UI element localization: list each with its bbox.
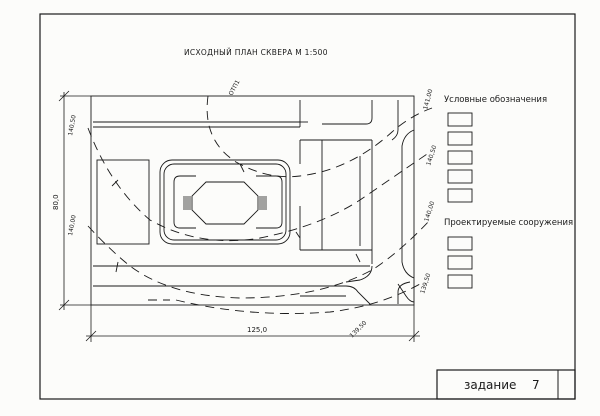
- label-c139-50-bottom: 139,50: [348, 319, 368, 339]
- sheet-frame: [39, 13, 576, 400]
- legend-box-4: [447, 169, 473, 184]
- legend-structure-boxes: [447, 236, 473, 289]
- structure-box-1: [447, 236, 473, 251]
- legend-symbols-heading: Условные обозначения: [444, 95, 547, 105]
- contour-141: [206, 95, 433, 178]
- dimension-height: 80,0: [52, 194, 60, 210]
- legend-symbol-boxes: [447, 112, 473, 203]
- title-block: [436, 369, 576, 400]
- label-c140-left: 140,00: [67, 214, 78, 236]
- contour-lines: [87, 95, 433, 314]
- page-title: ИСХОДНЫЙ ПЛАН СКВЕРА М 1:500: [184, 48, 328, 57]
- stamp-label: задание: [464, 378, 516, 392]
- structure-box-3: [447, 274, 473, 289]
- structure-box-2: [447, 255, 473, 270]
- stamp-number: 7: [532, 378, 540, 392]
- label-c139-50-right: 139,50: [419, 272, 432, 294]
- label-point: ОТП1: [228, 79, 242, 97]
- legend-box-3: [447, 150, 473, 165]
- label-c140-50-left: 140,50: [67, 114, 78, 136]
- dimension-width: 125,0: [247, 326, 267, 334]
- stairs-left: [183, 196, 191, 210]
- contour-139-50: [148, 283, 421, 314]
- legend-box-2: [447, 131, 473, 146]
- legend-box-5: [447, 188, 473, 203]
- fountain-octagon: [191, 181, 259, 225]
- label-c140-right: 140,00: [423, 200, 436, 222]
- plan-boundary: [90, 95, 415, 306]
- contour-140-50: [87, 127, 431, 242]
- contour-140: [87, 219, 431, 299]
- stairs-right: [259, 196, 267, 210]
- label-c141-top: 141,00: [422, 88, 434, 110]
- legend-structures-heading: Проектируемые сооружения: [444, 218, 573, 228]
- dimension-lines: [58, 90, 420, 342]
- label-c140-50-right: 140,50: [425, 144, 438, 166]
- legend-box-1: [447, 112, 473, 127]
